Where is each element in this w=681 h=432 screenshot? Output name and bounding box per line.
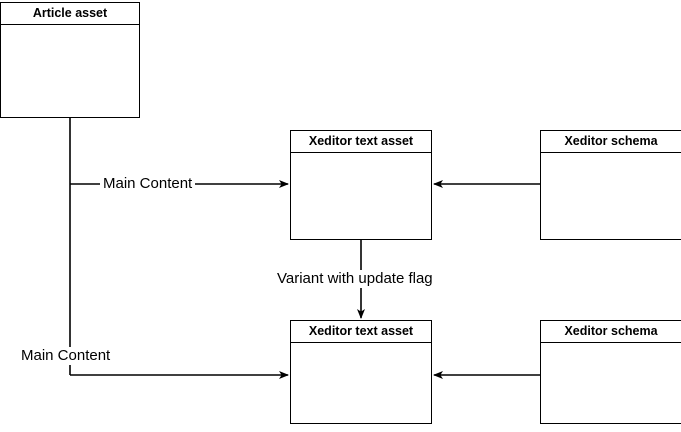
node-xeditor-text-asset-bottom-title: Xeditor text asset xyxy=(291,321,431,343)
edge-label-variant-with-update-flag: Variant with update flag xyxy=(274,270,436,288)
node-article-asset-body xyxy=(1,25,139,117)
edge-label-main-content-top: Main Content xyxy=(100,175,196,193)
node-xeditor-text-asset-top[interactable]: Xeditor text asset xyxy=(290,130,432,240)
node-article-asset[interactable]: Article asset xyxy=(0,2,140,118)
node-article-asset-title: Article asset xyxy=(1,3,139,25)
node-xeditor-text-asset-top-title: Xeditor text asset xyxy=(291,131,431,153)
node-xeditor-schema-bottom-body xyxy=(541,343,681,423)
node-xeditor-schema-bottom[interactable]: Xeditor schema xyxy=(540,320,681,424)
node-xeditor-text-asset-bottom-body xyxy=(291,343,431,423)
node-xeditor-schema-top[interactable]: Xeditor schema xyxy=(540,130,681,240)
node-xeditor-schema-bottom-title: Xeditor schema xyxy=(541,321,681,343)
node-xeditor-text-asset-bottom[interactable]: Xeditor text asset xyxy=(290,320,432,424)
node-xeditor-schema-top-body xyxy=(541,153,681,239)
edge-label-main-content-bottom: Main Content xyxy=(18,347,114,365)
node-xeditor-text-asset-top-body xyxy=(291,153,431,239)
node-xeditor-schema-top-title: Xeditor schema xyxy=(541,131,681,153)
